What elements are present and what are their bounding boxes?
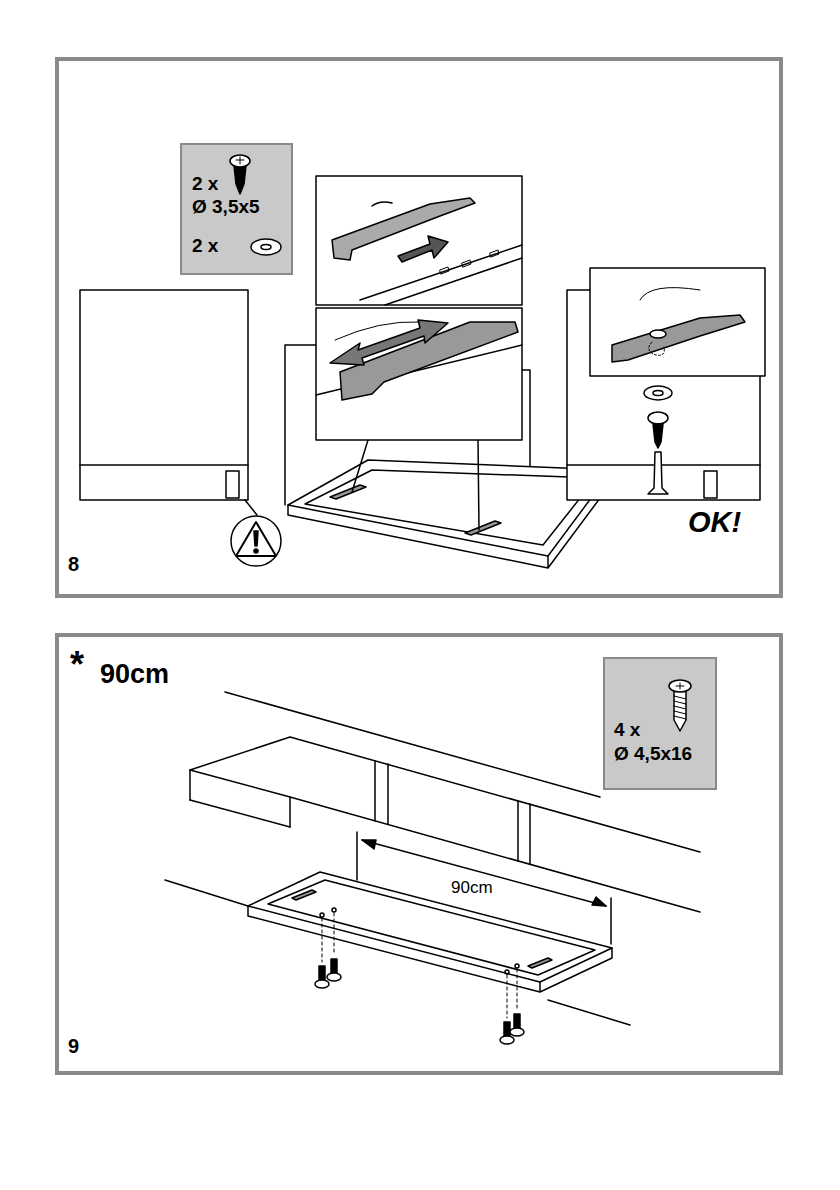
detail-inset [316,308,522,440]
screws [315,959,524,1044]
washer-icon [251,239,281,255]
figure-number: 8 [68,553,79,575]
size-heading: 90cm [100,660,169,690]
ok-mark: OK! [688,507,741,539]
wall-cabinets [165,692,700,1025]
warning-symbol [231,500,281,566]
figure-panel: 2 xØ 3,5x52 x8OK! [55,57,783,598]
quantity: 2 x [192,236,218,257]
screw-icon [230,155,250,194]
fixing-parts [644,386,672,494]
wall-cabinet [80,290,248,500]
screw-size: Ø 3,5x5 [192,197,260,218]
fixings-box: 2 xØ 3,5x52 x [180,143,293,275]
figure-number: 9 [68,1035,79,1057]
footnote-mark: * [70,645,84,685]
quantity: 2 x [192,174,218,195]
screw-size: Ø 4,5x16 [614,744,692,765]
screw-icon [669,680,691,731]
screws [322,913,517,1018]
dimension-line [357,832,611,944]
figure-panel: 4 x Ø 4,5x16 * 90cm 9 [55,633,783,1075]
fixings-box: 4 x Ø 4,5x16 [603,657,717,790]
fixings-box-fill [604,658,716,789]
detail-inset [590,268,765,376]
fixings-box-fill [181,144,292,274]
quantity: 4 x [614,720,640,741]
detail-inset [316,176,522,305]
dimension-label: 90cm [448,879,496,898]
cooker-hood [248,872,612,992]
